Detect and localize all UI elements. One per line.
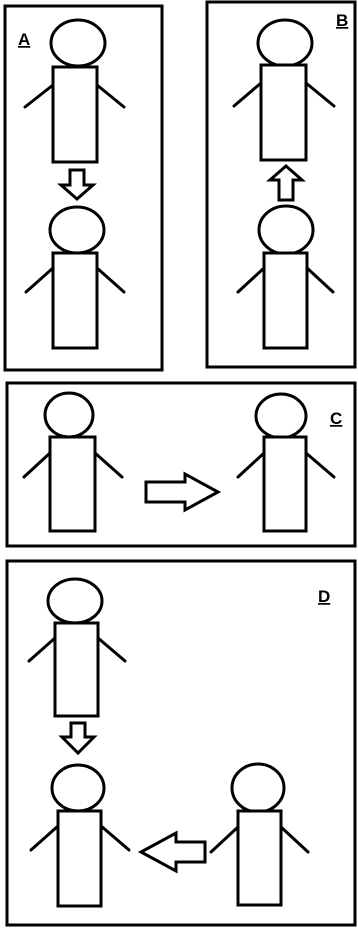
panel-a: A [5, 6, 162, 370]
panel-d-top-figure [29, 579, 125, 716]
head [259, 206, 313, 254]
head [48, 579, 102, 623]
left-arm [25, 85, 53, 107]
body [264, 253, 307, 348]
panel-b-label: B [336, 11, 348, 30]
right-arm [306, 83, 334, 106]
head [232, 764, 284, 812]
panel-c-right-figure [238, 394, 334, 531]
head [45, 393, 93, 437]
panel-c-label: C [330, 409, 342, 428]
arrow-up-icon [270, 166, 302, 200]
left-arm [29, 638, 55, 661]
panel-d-bottom-figure [31, 765, 129, 906]
right-arm [281, 827, 308, 852]
right-arm [98, 638, 125, 661]
right-arm [97, 85, 124, 107]
left-arm [238, 453, 264, 477]
panel-b: B [207, 2, 355, 367]
right-arm [95, 453, 122, 477]
panel-d-right-figure [211, 764, 308, 905]
body [238, 811, 281, 905]
arrow-down-icon [61, 170, 93, 199]
body [53, 253, 97, 348]
body [261, 65, 306, 160]
panel-b-bottom-figure [238, 206, 333, 348]
panel-c-left-figure [24, 393, 122, 531]
left-arm [211, 827, 238, 852]
head [258, 20, 312, 66]
body [58, 811, 101, 906]
body [55, 623, 98, 716]
right-arm [97, 268, 124, 292]
right-arm [101, 826, 129, 850]
arrow-left-icon [141, 833, 205, 871]
panel-d: D [7, 561, 355, 925]
left-arm [234, 83, 261, 106]
panel-b-top-figure [234, 20, 334, 160]
left-arm [31, 826, 58, 850]
panel-a-bottom-figure [26, 207, 124, 348]
head [256, 394, 306, 438]
left-arm [238, 268, 264, 292]
panel-d-label: D [318, 587, 330, 606]
right-arm [306, 453, 334, 477]
head [52, 765, 104, 811]
body [264, 437, 306, 531]
head [51, 20, 105, 66]
panel-a-top-figure [25, 20, 124, 162]
body [50, 437, 95, 531]
left-arm [26, 268, 53, 292]
body [53, 67, 97, 162]
head [50, 207, 104, 253]
right-arm [307, 268, 333, 292]
arrow-right-icon [146, 474, 218, 510]
panel-a-label: A [18, 30, 30, 49]
arrow-down-icon [62, 723, 94, 753]
left-arm [24, 453, 50, 477]
panel-c: C [7, 383, 355, 546]
